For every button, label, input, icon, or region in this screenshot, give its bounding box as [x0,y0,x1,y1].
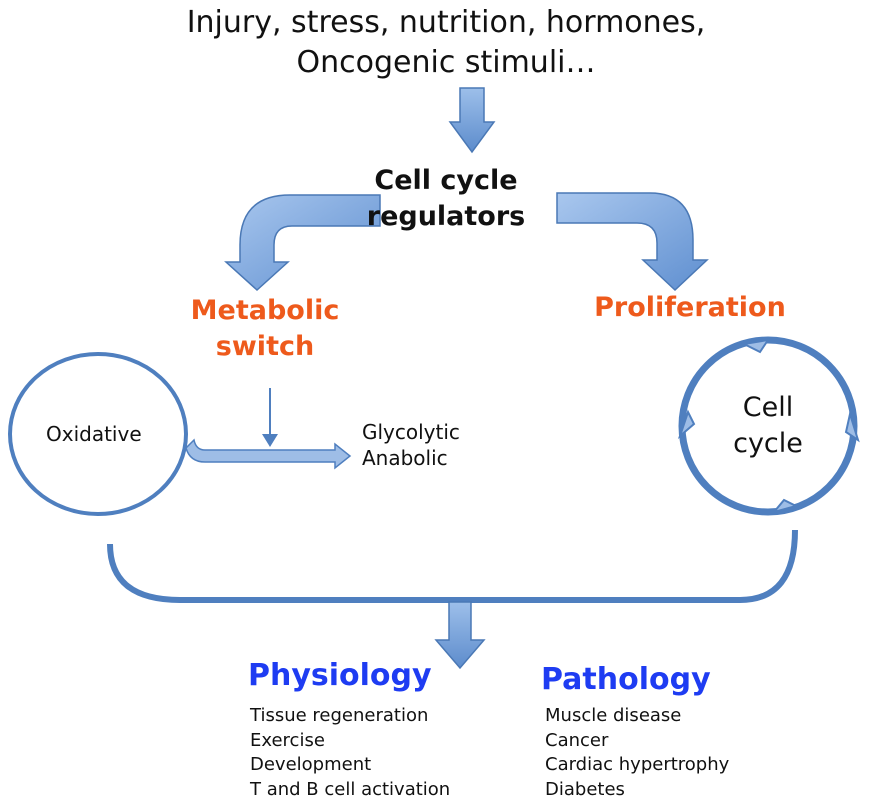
proliferation-title: Proliferation [594,292,786,323]
glycolytic-label: Glycolytic [362,420,460,444]
cycle-label-line-1: Cell [742,392,794,423]
anabolic-label: Anabolic [362,446,448,470]
left-curved-arrow [224,194,381,292]
physiology-item: T and B cell activation [250,778,451,800]
inputs-line-1: Injury, stress, nutrition, hormones, [186,5,706,40]
cycle-arrowhead-bottom [771,498,799,514]
hub-line-1: Cell cycle [374,165,518,196]
metabolic-line-1: Metabolic [190,295,340,326]
pathology-title: Pathology [541,662,711,697]
pathology-item: Diabetes [545,778,625,800]
physiology-list: Tissue regeneration Exercise Development… [250,704,450,802]
switch-down-arrowhead [262,434,278,447]
oxidative-circle [8,352,188,516]
physiology-title: Physiology [248,658,432,693]
physiology-item: Exercise [250,729,325,751]
cycle-arrowhead-left [677,409,696,440]
hub-line-2: regulators [366,201,526,232]
input-down-arrow [448,87,496,154]
oxidative-to-glycolytic-arrow [185,438,352,470]
metabolic-line-2: switch [215,331,315,362]
physiology-item: Tissue regeneration [250,705,429,726]
right-curved-arrow [556,192,709,292]
convergence-bracket [107,529,798,603]
pathology-list: Muscle disease Cancer Cardiac hypertroph… [545,704,729,802]
pathology-item: Cardiac hypertrophy [545,754,730,775]
output-down-arrow [434,601,486,670]
pathology-item: Cancer [545,729,609,751]
cycle-arrowhead-top [740,338,771,354]
oxidative-label: Oxidative [46,422,142,446]
cycle-arrowhead-right [844,410,860,443]
inputs-line-2: Oncogenic stimuli… [296,45,596,80]
pathology-item: Muscle disease [545,705,682,726]
physiology-item: Development [250,754,372,775]
cycle-label-line-2: cycle [733,428,803,459]
